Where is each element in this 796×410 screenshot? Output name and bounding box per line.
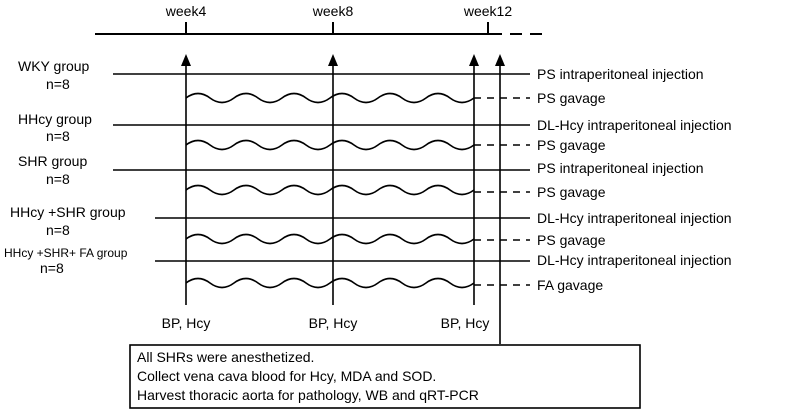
week-label-12: week12 xyxy=(463,3,512,19)
week-label-4: week4 xyxy=(165,3,207,19)
gavage-wave xyxy=(185,277,475,289)
week-label-8: week8 xyxy=(312,3,354,19)
group-name: SHR group xyxy=(18,153,87,169)
gavage-label: PS gavage xyxy=(537,137,606,153)
group-n: n=8 xyxy=(46,171,70,187)
measurement-label-week4: BP, Hcy xyxy=(162,315,211,331)
group-wky: WKY group n=8 PS intraperitoneal injecti… xyxy=(18,58,704,106)
group-n: n=8 xyxy=(46,128,70,144)
gavage-label: PS gavage xyxy=(537,232,606,248)
injection-label: PS intraperitoneal injection xyxy=(537,160,704,176)
group-hhcy-shr-fa: HHcy +SHR+ FA group n=8 DL-Hcy intraperi… xyxy=(4,246,732,293)
final-box-line-1: All SHRs were anesthetized. xyxy=(137,349,314,365)
injection-label: PS intraperitoneal injection xyxy=(537,66,704,82)
gavage-wave xyxy=(185,92,475,104)
group-n: n=8 xyxy=(46,222,70,238)
group-n: n=8 xyxy=(40,260,64,276)
gavage-wave xyxy=(185,184,475,196)
group-n: n=8 xyxy=(46,76,70,92)
arrow-week4 xyxy=(181,54,191,305)
group-hhcy-shr: HHcy +SHR group n=8 DL-Hcy intraperitone… xyxy=(10,204,732,248)
group-name: WKY group xyxy=(18,58,90,74)
group-name: HHcy group xyxy=(18,111,92,127)
arrow-final xyxy=(495,54,505,344)
gavage-label: PS gavage xyxy=(537,184,606,200)
measurement-label-week8: BP, Hcy xyxy=(309,315,358,331)
group-hhcy: HHcy group n=8 DL-Hcy intraperitoneal in… xyxy=(18,111,732,153)
final-procedure-box: All SHRs were anesthetized. Collect vena… xyxy=(129,344,641,409)
group-name: HHcy +SHR+ FA group xyxy=(4,246,128,260)
injection-label: DL-Hcy intraperitoneal injection xyxy=(537,210,732,226)
group-shr: SHR group n=8 PS intraperitoneal injecti… xyxy=(18,153,704,200)
arrow-week12 xyxy=(469,54,479,305)
measurement-label-week12: BP, Hcy xyxy=(441,315,490,331)
gavage-label: FA gavage xyxy=(537,277,603,293)
gavage-label: PS gavage xyxy=(537,90,606,106)
arrow-week8 xyxy=(328,54,338,305)
gavage-wave xyxy=(185,233,475,245)
final-box-line-2: Collect vena cava blood for Hcy, MDA and… xyxy=(137,368,436,384)
final-box-line-3: Harvest thoracic aorta for pathology, WB… xyxy=(137,387,479,403)
injection-label: DL-Hcy intraperitoneal injection xyxy=(537,117,732,133)
gavage-wave xyxy=(185,139,475,151)
injection-label: DL-Hcy intraperitoneal injection xyxy=(537,252,732,268)
group-name: HHcy +SHR group xyxy=(10,204,126,220)
